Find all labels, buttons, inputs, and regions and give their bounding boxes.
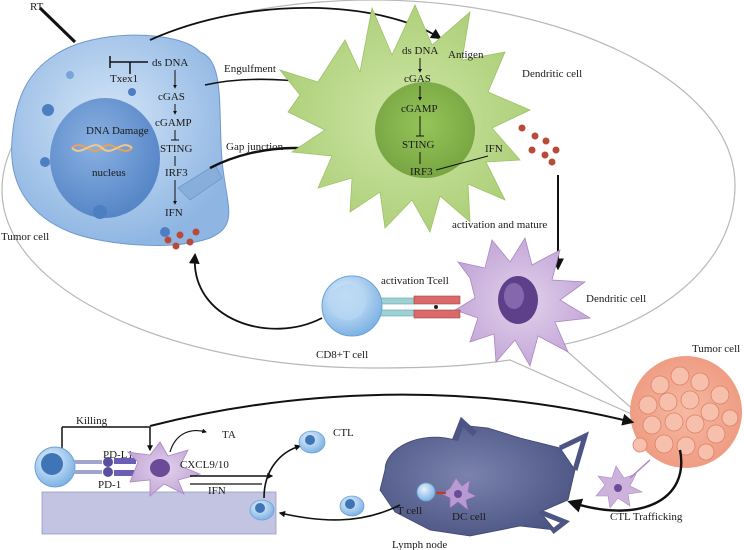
dc-ifn-dots (518, 124, 560, 166)
dendritic-cell-purple (454, 236, 592, 368)
tumor-cgamp-label: cGAMP (155, 117, 192, 129)
dendritic-cell-green (278, 4, 531, 234)
antigen-label: Antigen (448, 49, 484, 61)
t-cell-label: T cell (397, 505, 422, 517)
engulfment-label: Engulfment (224, 63, 276, 75)
ta-arrow (169, 428, 207, 453)
lymph-node (379, 416, 589, 537)
killing-label: Killing (76, 415, 108, 427)
dna-damage-label: DNA Damage (86, 125, 149, 137)
lymph-t-cell (416, 482, 436, 502)
activation-mature-label: activation and mature (452, 219, 547, 231)
tumor-sting-label: STING (160, 143, 192, 155)
effector-t-cell (34, 446, 76, 488)
lymph-node-label: Lymph node (392, 539, 447, 550)
ctl-trafficking-label: CTL Trafficking (610, 511, 683, 523)
dendritic-cell-mid-label: Dendritic cell (586, 293, 646, 305)
ta-label: TA (222, 429, 236, 441)
migrating-t-cell (249, 499, 275, 521)
cxcl-label: CXCL9/10 (180, 459, 229, 471)
trex1-label: Txex1 (110, 73, 138, 85)
dc-cgamp-label: cGAMP (401, 103, 438, 115)
tumor-cell-label: Tumor cell (1, 231, 49, 243)
dc-pathway-arrows (416, 58, 489, 171)
killing-to-tumor-arrow (149, 393, 635, 427)
ctl-trafficking-cell (595, 459, 651, 509)
cd8-to-tumor-arrow (188, 252, 323, 330)
tumor-irf3-label: IRF3 (165, 167, 188, 179)
to-ctl-arrow (263, 444, 302, 499)
dc-cgas-label: cGAS (404, 73, 431, 85)
lymph-dc-cell (441, 477, 477, 511)
tumor-mass (630, 356, 742, 468)
cd8-t-cell-label: CD8+T cell (316, 349, 368, 361)
cd8-t-cell (321, 275, 383, 337)
dc-ifn-label: IFN (485, 143, 503, 155)
tumor-cgas-label: cGAS (158, 91, 185, 103)
ctl-top-label: CTL (333, 427, 354, 439)
dendritic-cell-top-label: Dendritic cell (522, 68, 582, 80)
gap-junction-label: Gap junction (226, 141, 284, 153)
dc-dsdna-label: ds DNA (402, 45, 438, 57)
tissue-platform (41, 491, 277, 535)
pd1-pdl1-complex (74, 457, 136, 477)
dna-helix-icon (71, 144, 133, 152)
ctl-trafficking-arrow (567, 449, 683, 513)
tcr-mhc-complex (379, 295, 461, 319)
pd-1-label: PD-1 (98, 479, 121, 491)
small-dendritic-cell (126, 441, 202, 497)
tumor-dsdna-label: ds DNA (152, 57, 188, 69)
pd-l1-label: PD-L1 (103, 449, 133, 461)
trex1-inhibitor (109, 56, 148, 74)
tumor-cell-right-label: Tumor cell (692, 343, 740, 355)
rt-label: RT (30, 1, 44, 13)
dc-sting-label: STING (402, 139, 434, 151)
lymph-to-tissue-arrow (278, 504, 401, 521)
ctl-cell (298, 430, 326, 454)
bottom-ifn-label: IFN (208, 485, 226, 497)
rt-arrow (38, 6, 77, 44)
dc-cell-label: DC cell (452, 511, 486, 523)
tumor-cell (11, 34, 230, 246)
tumor-ifn-dots (164, 228, 200, 250)
dc-irf3-label: IRF3 (410, 166, 433, 178)
nucleus-label: nucleus (92, 167, 126, 179)
rt-to-dc-arrow (149, 6, 442, 41)
exiting-t-cell (339, 495, 365, 517)
tumor-pathway-arrows (171, 70, 179, 205)
activation-tcell-label: activation Tcell (381, 275, 449, 287)
tumor-ifn-label: IFN (165, 207, 183, 219)
